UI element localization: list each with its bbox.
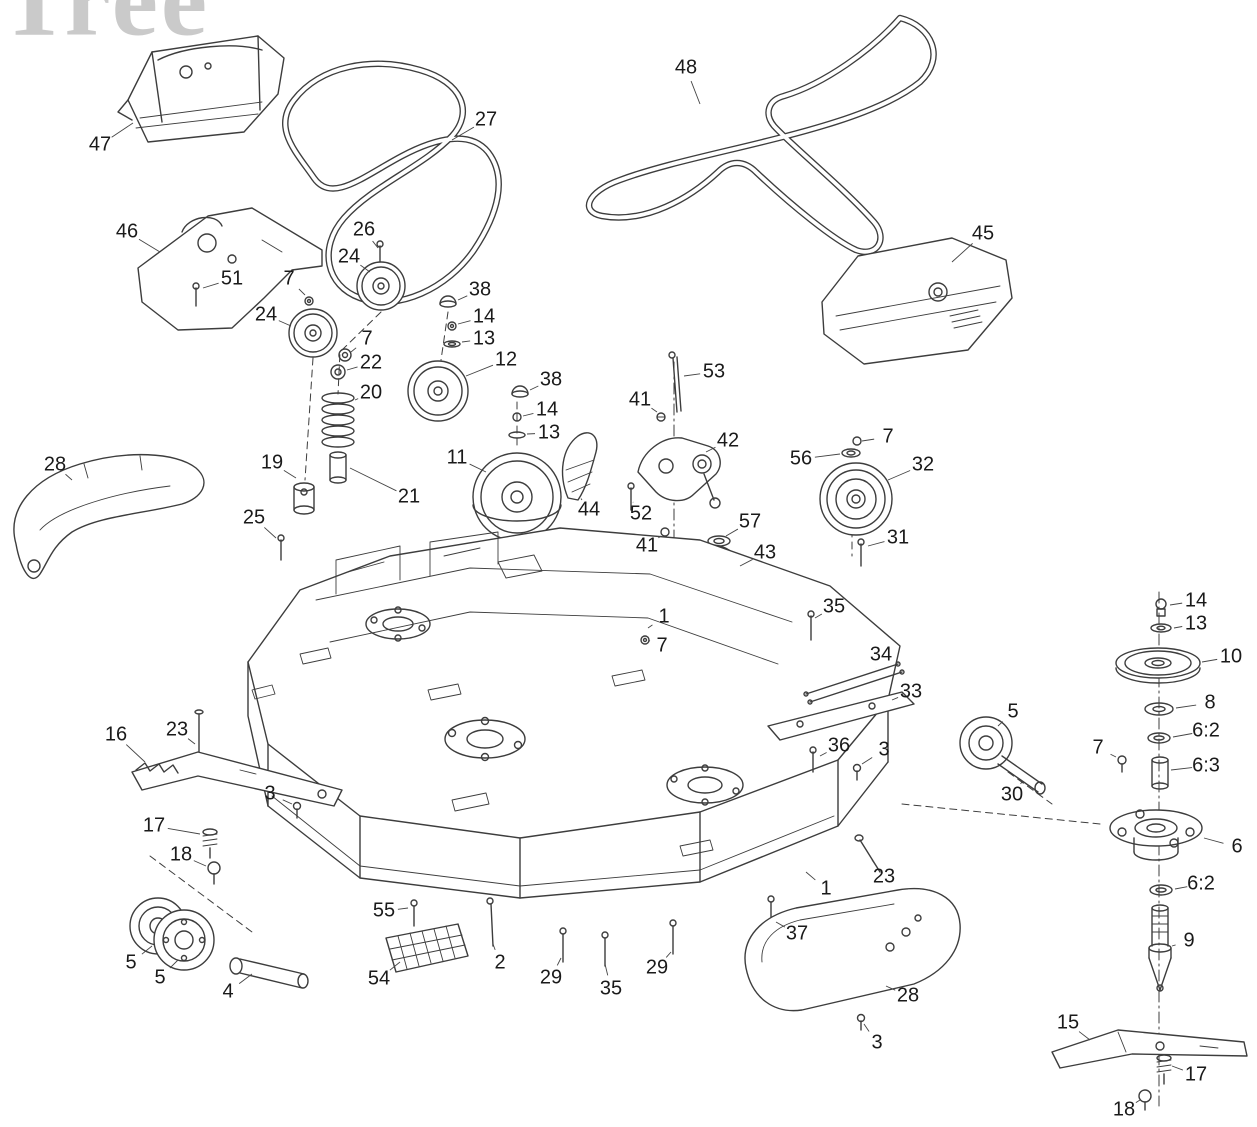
chute-28-art [13,453,205,580]
wheel-right-art [959,716,1046,795]
bracket-46-art [137,207,323,331]
belt-48-art [586,14,937,255]
deck-hardware-art [194,610,915,1031]
bumper-28-art [744,888,961,1012]
deck-art [247,527,901,899]
spindle-column-art [1109,598,1203,992]
cover-45-art [821,237,1013,365]
watermark: PartsTreeTM [0,0,252,60]
watermark-text: PartsTree [0,0,211,58]
pulleys-spring-art [192,240,406,561]
pulleys-mid-art [407,295,562,542]
blade-bolt-left-art [202,828,221,885]
blade-15-art [1051,1029,1248,1111]
cover-47-art [117,35,285,143]
blade-16-art [131,751,343,807]
belt-27-art [281,60,502,306]
